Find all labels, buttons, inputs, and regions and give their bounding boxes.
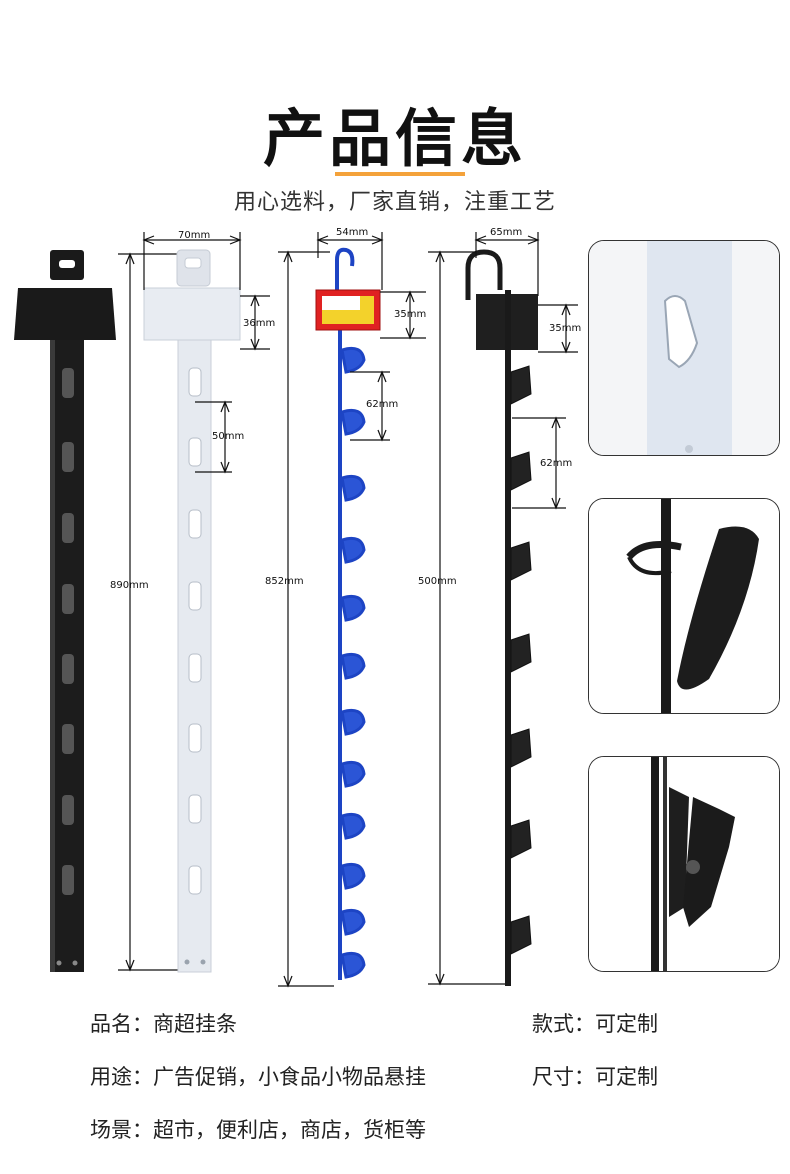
white-strip bbox=[143, 249, 241, 973]
clip-width-label: 65mm bbox=[490, 227, 523, 238]
black-clip-dimensions bbox=[428, 232, 578, 986]
white-strip-dimensions bbox=[142, 232, 270, 474]
blue-header-label: 35mm bbox=[394, 309, 427, 320]
clip-header-label: 35mm bbox=[549, 323, 582, 334]
info-style: 款式：可定制 bbox=[532, 1012, 658, 1036]
blue-wire-dimensions bbox=[278, 232, 426, 988]
detail-panel-strip-slot bbox=[588, 240, 780, 456]
info-usage: 用途：广告促销，小食品小物品悬挂 bbox=[90, 1065, 426, 1089]
info-size: 尺寸：可定制 bbox=[532, 1065, 658, 1089]
white-strip-spacing-label: 50mm bbox=[212, 431, 245, 442]
white-strip-width-label: 70mm bbox=[178, 230, 211, 241]
black-strip-height-label: 890mm bbox=[110, 580, 149, 591]
blue-width-label: 54mm bbox=[336, 227, 369, 238]
title-underline bbox=[335, 172, 465, 176]
clip-spacing-label: 62mm bbox=[540, 458, 573, 469]
blue-height-label: 852mm bbox=[265, 576, 304, 587]
black-clip-strip bbox=[465, 249, 538, 986]
info-scene: 场景：超市，便利店，商店，货柜等 bbox=[90, 1118, 426, 1142]
black-strip bbox=[14, 250, 116, 972]
page-title: 产品信息 bbox=[262, 102, 527, 175]
black-strip-height-dimension bbox=[118, 252, 180, 972]
detail-panel-wire-clip bbox=[588, 498, 780, 714]
blue-wire-hanger bbox=[315, 247, 381, 980]
info-product-name: 品名：商超挂条 bbox=[90, 1012, 237, 1036]
blue-spacing-label: 62mm bbox=[366, 399, 399, 410]
page-subtitle: 用心选料，厂家直销，注重工艺 bbox=[233, 190, 556, 215]
white-strip-header-label: 36mm bbox=[243, 318, 276, 329]
clip-height-label: 500mm bbox=[418, 576, 457, 587]
detail-panel-alligator-clip bbox=[588, 756, 780, 972]
